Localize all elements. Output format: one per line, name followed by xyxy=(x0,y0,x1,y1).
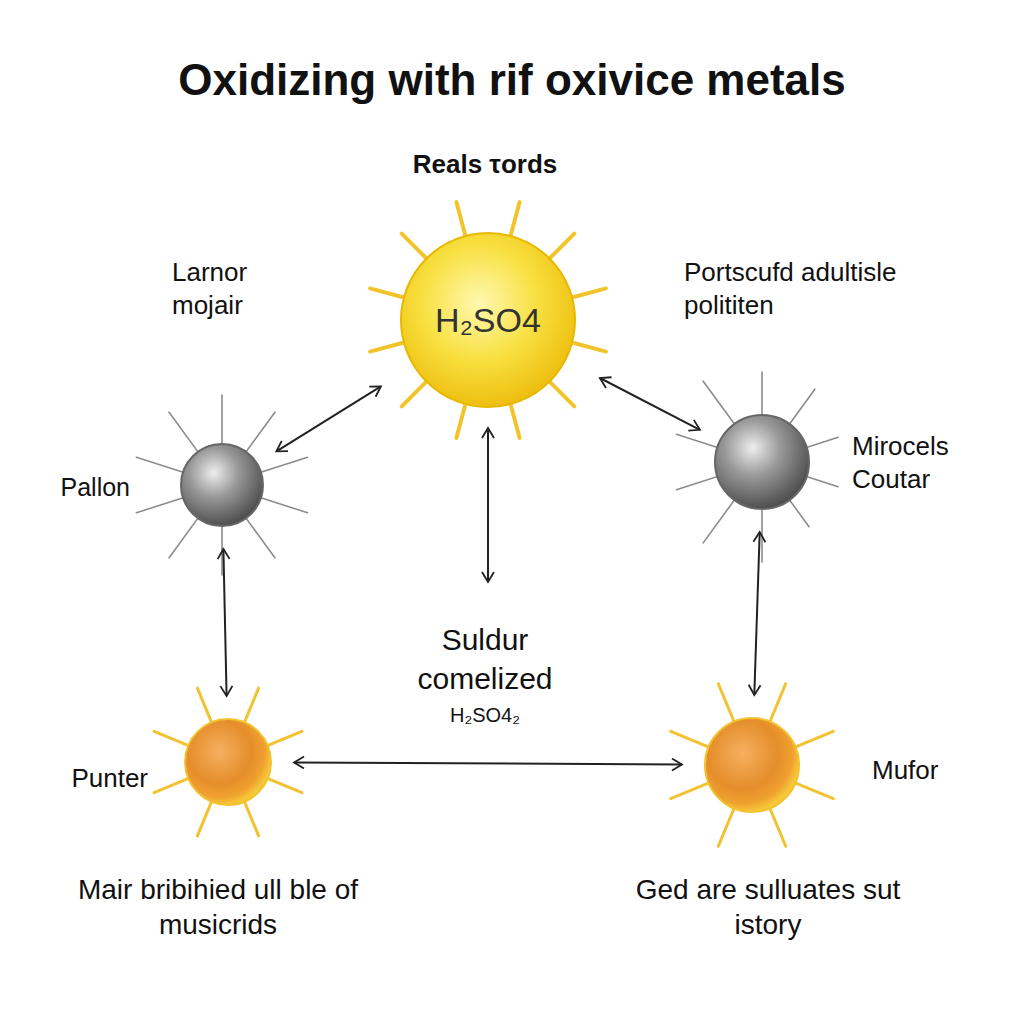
node-label: H₂SO4 xyxy=(404,299,572,342)
double-arrow xyxy=(294,762,682,764)
acid-sun: Reals τordsH₂SO4 xyxy=(400,232,576,408)
metal-ball: Portscufd adultisle polititenMirocels Co… xyxy=(714,414,810,510)
sulfate-ball: MuforGed are sulluates sut istory xyxy=(704,717,800,813)
node-heading: Larnor mojair xyxy=(172,256,282,321)
node-label: Mirocels Coutar xyxy=(852,430,976,495)
node-heading: Punter xyxy=(30,762,148,795)
node-outline xyxy=(184,718,272,806)
sun-spikes xyxy=(370,202,606,438)
node-heading: Reals τords xyxy=(385,148,585,181)
node-label: Mair bribihied ull ble of musicrids xyxy=(68,872,368,942)
node-circle xyxy=(401,233,575,407)
node-heading: Portscufd adultisle polititen xyxy=(684,256,946,321)
sulfate-ball: PunterMair bribihied ull ble of musicrid… xyxy=(184,718,272,806)
double-arrow xyxy=(754,532,759,695)
node-circle xyxy=(705,718,799,812)
node-outline xyxy=(180,443,264,527)
center-arrow xyxy=(487,428,489,582)
node-circle xyxy=(185,719,271,805)
double-arrow xyxy=(600,378,700,430)
node-outline xyxy=(704,717,800,813)
free-label: Suldur comelized xyxy=(375,620,595,698)
orange-spikes xyxy=(154,684,833,847)
node-circle xyxy=(715,415,809,509)
double-arrow xyxy=(223,549,226,696)
node-heading: Mufor xyxy=(872,754,992,787)
free-label: H₂SO4₂ xyxy=(405,703,565,727)
node-label: Pallon xyxy=(30,472,130,503)
node-circle xyxy=(181,444,263,526)
node-label: Ged are sulluates sut istory xyxy=(618,872,918,942)
node-outline xyxy=(714,414,810,510)
diagram-title: Oxidizing with rif oxivice metals xyxy=(0,52,1024,107)
metal-ball: Larnor mojairPallon xyxy=(180,443,264,527)
double-arrow xyxy=(276,386,381,451)
